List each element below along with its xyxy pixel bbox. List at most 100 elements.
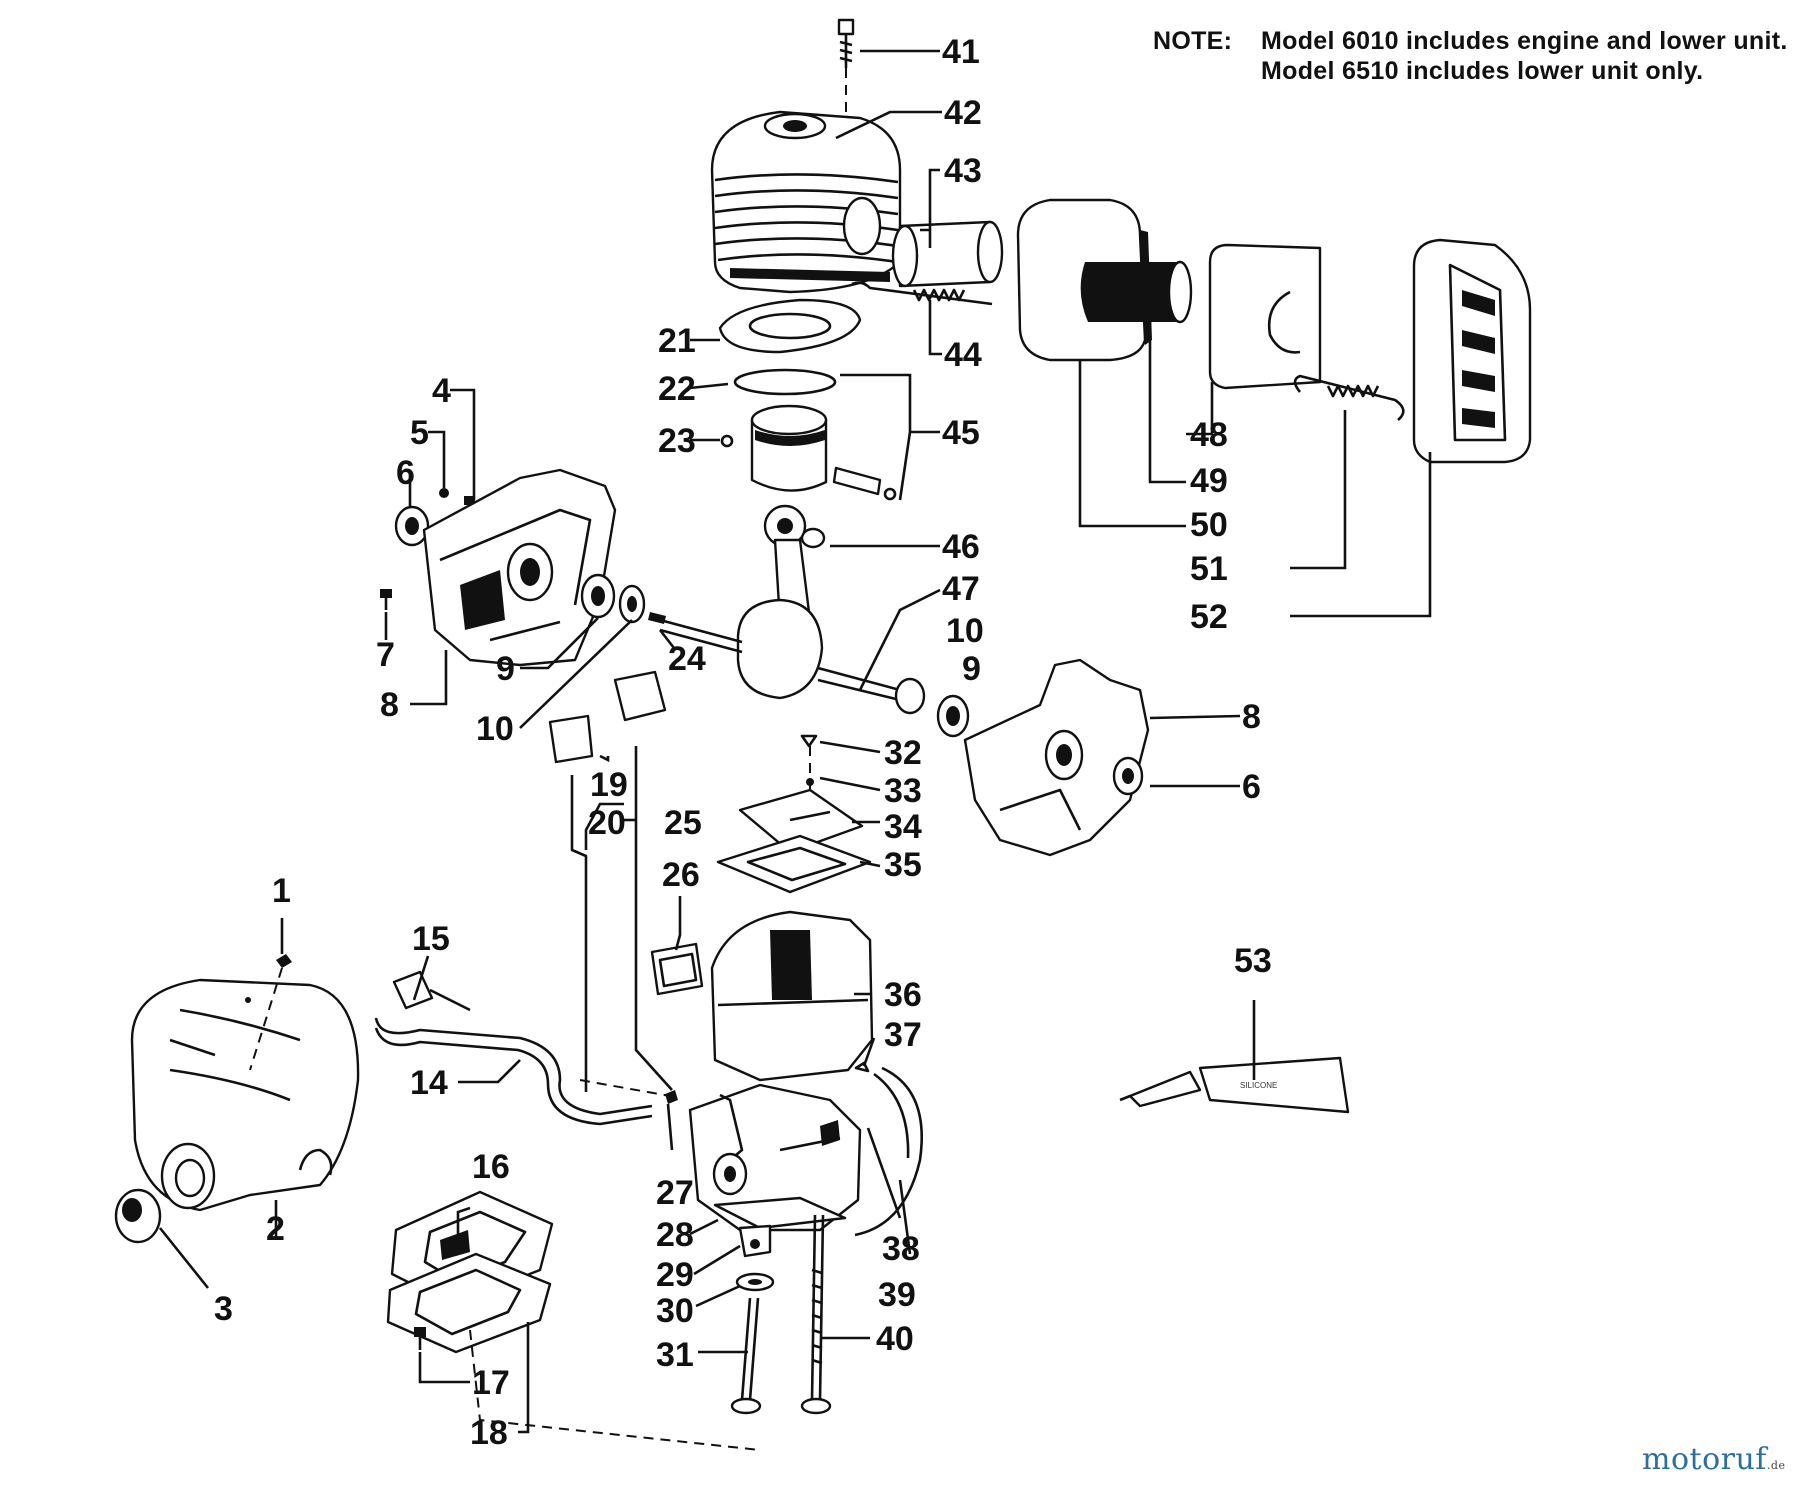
part-40-bolt [800, 1214, 832, 1415]
callout-25: 25 [664, 804, 702, 842]
part-28-gasket [713, 1196, 847, 1230]
part-48-baffle [1208, 243, 1322, 390]
part-21-cylinder-gasket [718, 298, 862, 354]
callout-3: 3 [214, 1290, 233, 1328]
callout-35: 35 [884, 846, 922, 884]
callout-8-right: 8 [1242, 698, 1261, 736]
note-line-6010: Model 6010 includes engine and lower uni… [1261, 27, 1788, 55]
part-1-vent-screw [276, 954, 292, 968]
part-17-screw [414, 1327, 426, 1350]
note-line-6510: Model 6510 includes lower unit only. [1261, 57, 1704, 85]
leader-lines [158, 49, 1432, 1434]
part-7-screw [380, 589, 392, 610]
callout-31: 31 [656, 1336, 694, 1374]
part-14-fuel-line [374, 1017, 653, 1126]
callout-27: 27 [656, 1174, 694, 1212]
part-32-screw [800, 734, 818, 748]
callout-28: 28 [656, 1216, 694, 1254]
part-44-spring [851, 281, 993, 306]
part-6-seal-left [394, 505, 430, 547]
callout-39: 39 [878, 1276, 916, 1314]
callout-10-left: 10 [476, 710, 514, 748]
callout-6-left: 6 [396, 454, 415, 492]
part-8-crankcase-left [422, 468, 617, 667]
part-10-washer-right [894, 677, 926, 715]
part-10-washer-left [618, 584, 646, 624]
callout-18: 18 [470, 1414, 508, 1452]
part-35-reed-gasket [716, 834, 872, 894]
callout-5: 5 [410, 414, 429, 452]
callout-4: 4 [432, 372, 451, 410]
part-42-cylinder [710, 110, 902, 294]
callout-9-left: 9 [496, 650, 515, 688]
callout-labels: 41 42 43 44 45 46 47 10 9 8 6 48 49 50 5… [214, 33, 1272, 1452]
callout-8-left: 8 [380, 686, 399, 724]
callout-42: 42 [944, 94, 982, 132]
callout-2: 2 [266, 1210, 285, 1248]
callout-47: 47 [942, 570, 980, 608]
part-18-gasket [386, 1252, 552, 1354]
part-53-grease-tube: SILICONE [1119, 1056, 1350, 1114]
part-43-exhaust-port [891, 220, 1004, 288]
watermark-name: motoruf [1642, 1442, 1767, 1477]
callout-48: 48 [1190, 416, 1228, 454]
callout-37: 37 [884, 1016, 922, 1054]
part-22-piston-ring [733, 368, 837, 396]
part-49-muffler-screen [1080, 260, 1193, 324]
part-23-retainer [720, 434, 734, 448]
part-31-bolt [730, 1297, 762, 1415]
part-47-crankshaft [659, 504, 901, 702]
watermark-tld: .de [1766, 1459, 1786, 1472]
callout-16: 16 [472, 1148, 510, 1186]
callout-36: 36 [884, 976, 922, 1014]
callout-10-right: 10 [946, 612, 984, 650]
callout-51: 51 [1190, 550, 1228, 588]
callout-52: 52 [1190, 598, 1228, 636]
part-36-adapter [710, 910, 874, 1082]
part-37-screw [854, 1061, 870, 1073]
watermark-logo: motoruf.de [1642, 1442, 1785, 1477]
part-9-bearing-right [936, 694, 970, 738]
callout-38: 38 [882, 1230, 920, 1268]
callout-21: 21 [658, 322, 696, 360]
callout-19: 19 [590, 766, 628, 804]
callout-6-right: 6 [1242, 768, 1261, 806]
callout-43: 43 [944, 152, 982, 190]
part-19-reed-block [548, 670, 667, 764]
callout-23: 23 [658, 422, 696, 460]
callout-20: 20 [588, 804, 626, 842]
tube-label-text: SILICONE [1240, 1081, 1277, 1090]
part-30-washer [735, 1272, 775, 1292]
callout-7: 7 [376, 636, 395, 674]
callout-26: 26 [662, 856, 700, 894]
callout-9-right: 9 [962, 650, 981, 688]
part-52-muffler-cover [1412, 238, 1532, 464]
callout-45: 45 [942, 414, 980, 452]
callout-40: 40 [876, 1320, 914, 1358]
callout-33: 33 [884, 772, 922, 810]
part-51-spring [1293, 374, 1405, 421]
part-4-pin [464, 496, 475, 505]
part-8-crankcase-right [963, 658, 1150, 857]
callout-24: 24 [668, 640, 706, 678]
callout-1: 1 [272, 872, 291, 910]
callout-32: 32 [884, 734, 922, 772]
note-heading: NOTE: [1153, 27, 1233, 55]
callout-34: 34 [884, 808, 922, 846]
callout-22: 22 [658, 370, 696, 408]
callout-49: 49 [1190, 462, 1228, 500]
part-29-fitting [738, 1224, 772, 1258]
callout-15: 15 [412, 920, 450, 958]
callout-44: 44 [944, 336, 982, 374]
part-3-fuel-cap [114, 1188, 162, 1244]
callout-53: 53 [1234, 942, 1272, 980]
part-41-screw [837, 18, 855, 68]
callout-17: 17 [472, 1364, 510, 1402]
part-39-carburetor [688, 1083, 862, 1232]
callout-41: 41 [942, 33, 980, 71]
part-2-fuel-tank [130, 978, 360, 1212]
callout-29: 29 [656, 1256, 694, 1294]
callout-14: 14 [410, 1064, 448, 1102]
part-9-bearing-left [580, 573, 616, 619]
